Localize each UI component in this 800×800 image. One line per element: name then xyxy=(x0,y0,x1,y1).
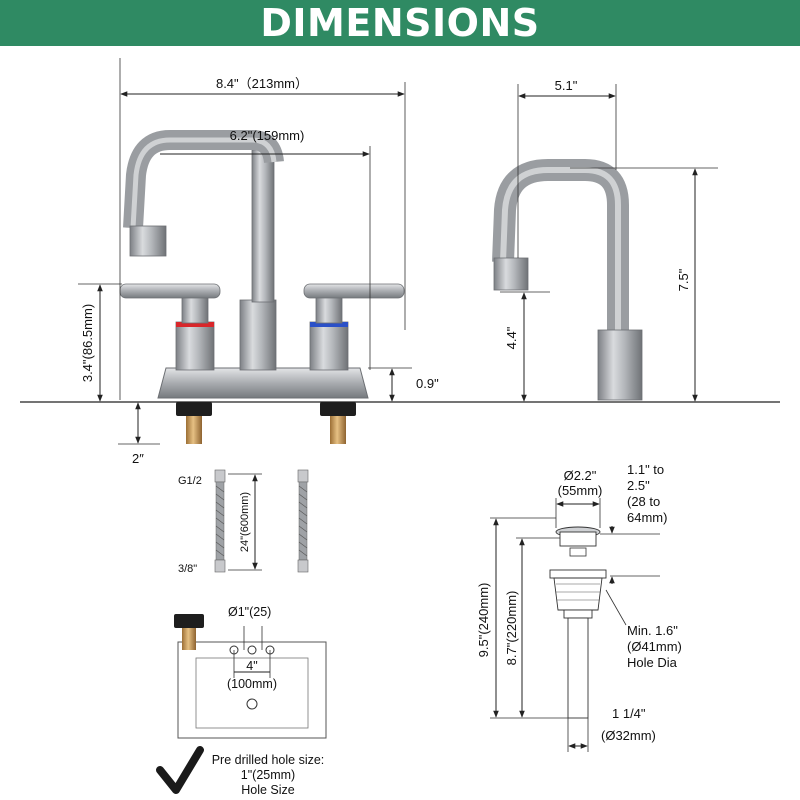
min-hole-line1: Min. 1.6" xyxy=(627,623,678,638)
drain-total-length-label: 9.5"(240mm) xyxy=(476,583,491,658)
faucet-side-view xyxy=(492,159,643,401)
predrill-line2: 1"(25mm) xyxy=(241,768,295,782)
checkmark-icon xyxy=(156,746,204,794)
spacing-in-label: 4" xyxy=(246,659,257,673)
page-title: DIMENSIONS xyxy=(260,1,540,45)
base-height-label: 0.9" xyxy=(416,376,439,391)
hose-bottom-thread-label: 3/8" xyxy=(178,563,197,575)
faucet-front-view xyxy=(119,130,405,444)
supply-hoses xyxy=(214,469,309,573)
predrill-line1: Pre drilled hole size: xyxy=(212,753,325,767)
spacing-mm-label: (100mm) xyxy=(227,677,277,691)
min-hole-line2: (Ø41mm) xyxy=(627,639,682,654)
tail-mm-label: (Ø32mm) xyxy=(601,728,656,743)
cap-dia-mm-label: (55mm) xyxy=(558,483,603,498)
title-banner: DIMENSIONS xyxy=(0,0,800,46)
sink-top-view xyxy=(174,614,327,739)
drain-body-length-label: 8.7"(220mm) xyxy=(504,591,519,666)
depth-label: 5.1" xyxy=(555,78,578,93)
pop-up-drain xyxy=(549,526,607,719)
predrill-line3: Hole Size xyxy=(241,783,295,797)
hose-top-thread-label: G1/2 xyxy=(178,475,202,487)
cap-dia-in-label: Ø2.2" xyxy=(564,468,597,483)
hot-indicator xyxy=(176,322,214,327)
tail-in-label: 1 1/4" xyxy=(612,706,646,721)
shank-length-label: 2″ xyxy=(132,451,144,466)
handle-height-label: 3.4"(86.5mm) xyxy=(80,304,95,382)
thickness-line1: 1.1" to xyxy=(627,462,664,477)
hole-dia-label: Ø1"(25) xyxy=(228,605,271,619)
min-hole-line3: Hole Dia xyxy=(627,655,678,670)
cold-indicator xyxy=(310,322,348,327)
total-height-label: 7.5" xyxy=(676,268,691,291)
thickness-line2: 2.5" xyxy=(627,478,650,493)
overall-width-label: 8.4"（213mm） xyxy=(216,76,308,91)
spout-height-label: 4.4" xyxy=(504,326,519,349)
thickness-line4: 64mm) xyxy=(627,510,667,525)
spout-reach-label: 6.2"(159mm) xyxy=(230,128,305,143)
thickness-line3: (28 to xyxy=(627,494,660,509)
hose-length-label: 24"(600mm) xyxy=(239,492,251,552)
